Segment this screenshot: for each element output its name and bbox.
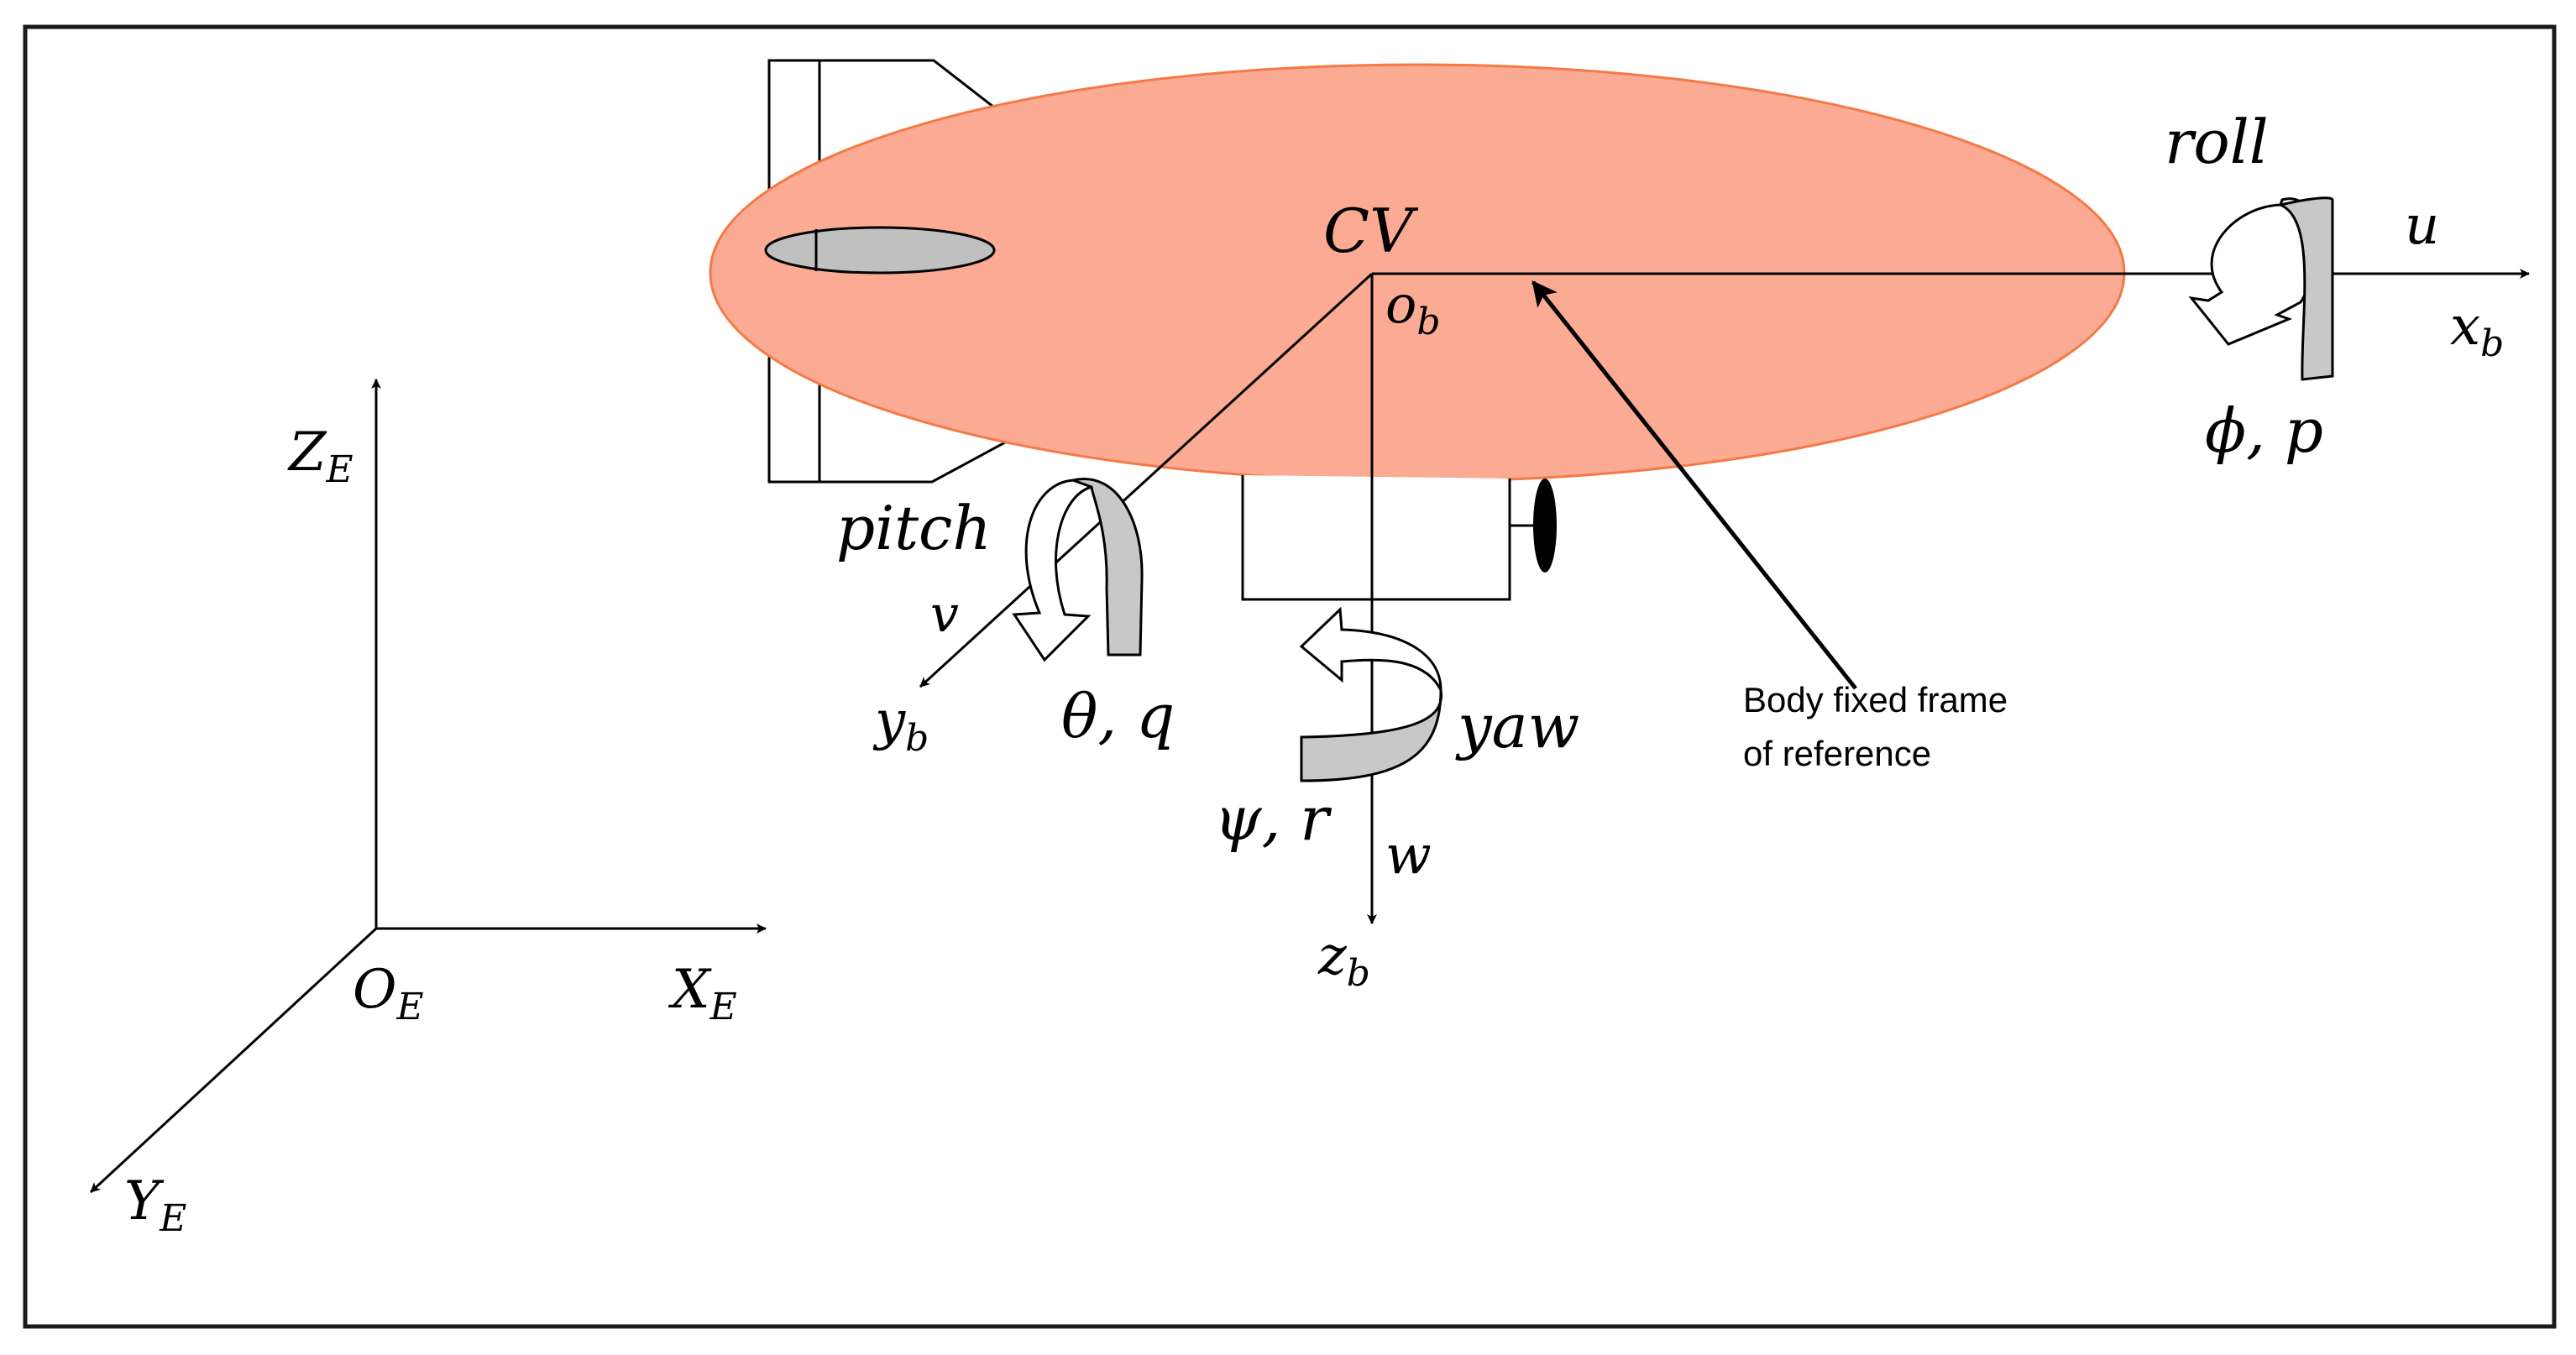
- body-axes: [919, 269, 2530, 924]
- roll-symbol-label: ϕ, p: [2205, 395, 2323, 466]
- annotation-text: Body fixed frame of reference: [1743, 680, 2008, 773]
- earth-axes: [89, 379, 767, 1194]
- XE-label: XE: [668, 959, 737, 1028]
- pitch-label: pitch: [836, 493, 992, 563]
- roll-rotation-icon: [2188, 196, 2334, 381]
- annotation-line-2: of reference: [1743, 734, 1931, 773]
- annotation-line-1: Body fixed frame: [1743, 680, 2008, 719]
- hull-window: [764, 226, 996, 275]
- propeller: [1533, 479, 1557, 573]
- gondola: [1241, 475, 1557, 601]
- YE-axis-line: [89, 927, 378, 1194]
- yb-label: yb: [872, 690, 929, 760]
- cv-label: CV: [1323, 196, 1419, 266]
- roll-label: roll: [2165, 107, 2269, 177]
- OE-label: OE: [353, 959, 424, 1028]
- w-label: w: [1385, 824, 1432, 887]
- pitch-symbol-label: θ, q: [1061, 681, 1175, 751]
- u-label: u: [2405, 195, 2439, 257]
- body-frame-labels: CV ob u xb v yb w zb: [872, 195, 2504, 995]
- yaw-label: yaw: [1455, 691, 1579, 761]
- ZE-label: ZE: [287, 421, 353, 491]
- pitch-rotation-icon: [1012, 478, 1144, 662]
- yb-axis-line: [919, 272, 1374, 688]
- v-label: v: [930, 585, 959, 644]
- YE-label: YE: [124, 1170, 186, 1240]
- xb-label: xb: [2450, 296, 2504, 365]
- yaw-rotation-icon: [1299, 606, 1443, 782]
- zb-label: zb: [1317, 925, 1370, 995]
- annotation-pointer: [1531, 280, 1857, 690]
- rotation-labels: roll ϕ, p pitch θ, q yaw ψ, r: [836, 107, 2323, 854]
- figure-border: [23, 24, 2557, 1329]
- earth-frame-labels: ZE OE XE YE: [124, 421, 737, 1240]
- ob-label: ob: [1385, 274, 1441, 343]
- yaw-symbol-label: ψ, r: [1214, 783, 1332, 854]
